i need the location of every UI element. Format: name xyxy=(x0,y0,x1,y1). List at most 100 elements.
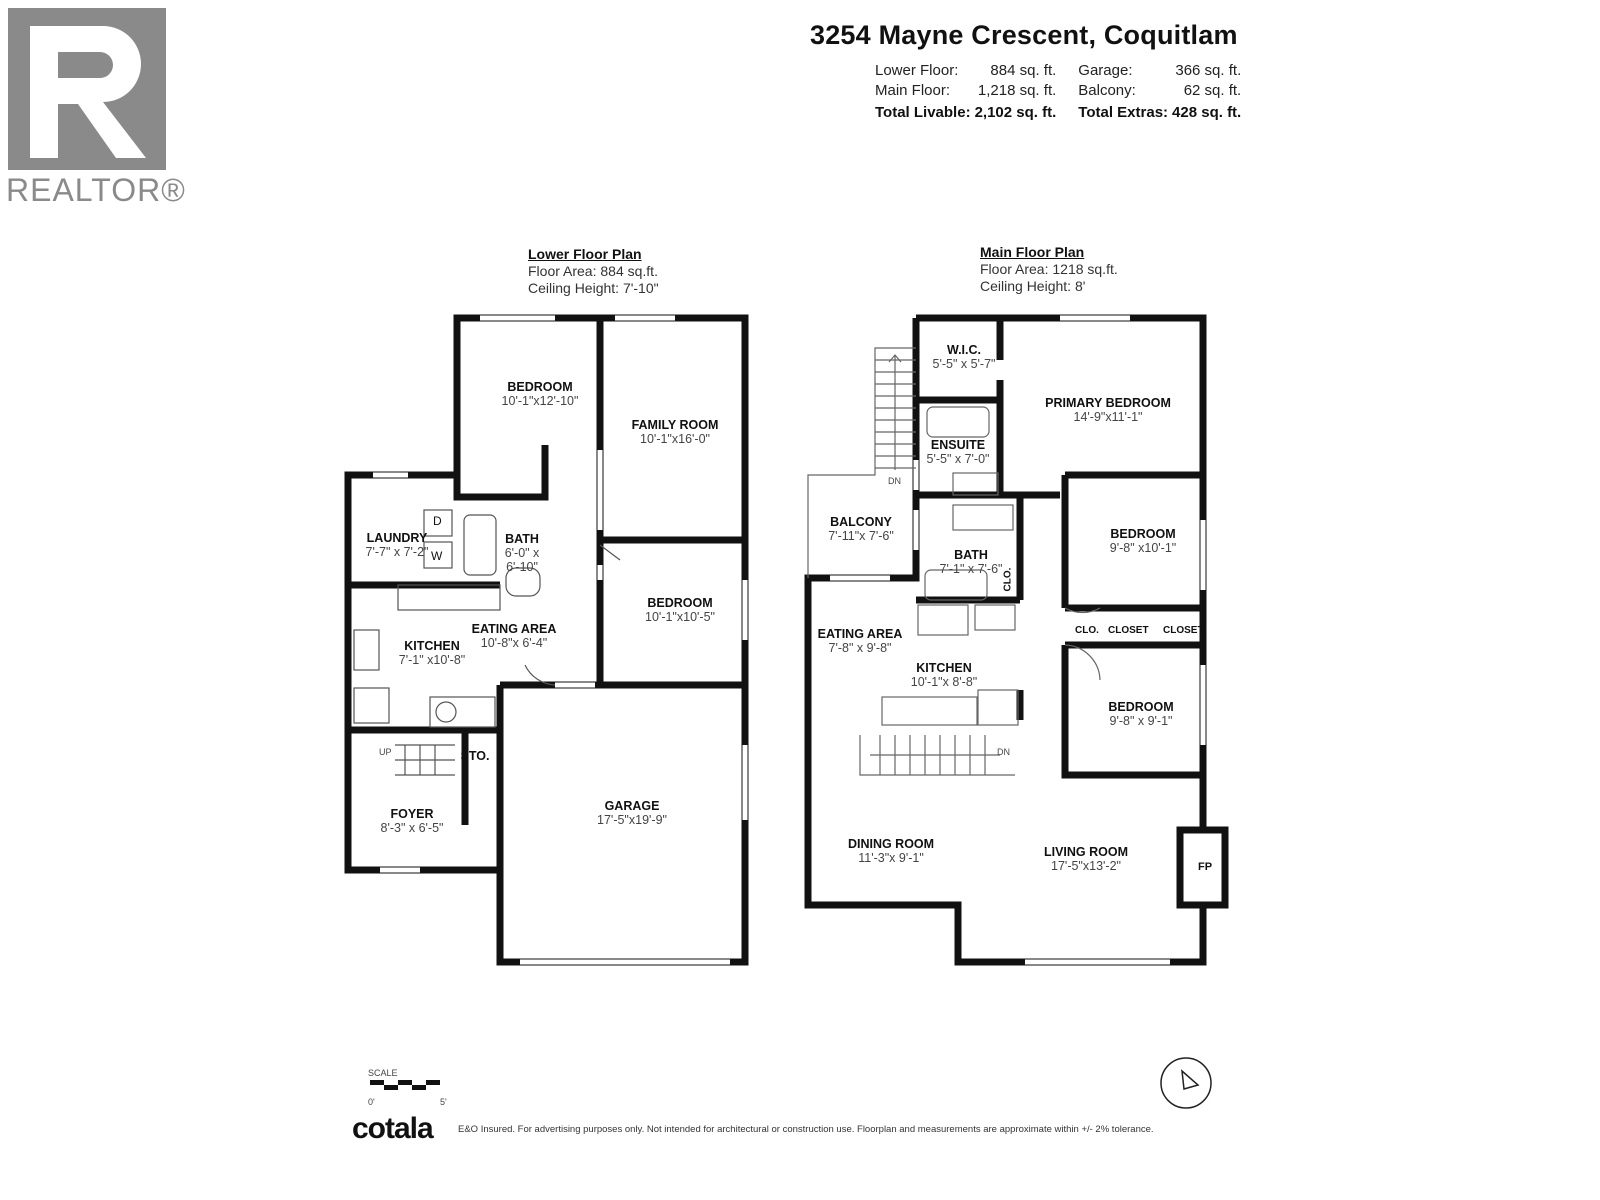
lower-plan-heading: Lower Floor Plan Floor Area: 884 sq.ft. … xyxy=(528,246,659,297)
hall-closet-label: CLO. xyxy=(1075,625,1099,636)
realtor-logo xyxy=(8,8,166,170)
room-dimensions: 5'-5" x 7'-0" xyxy=(926,452,990,466)
scale-end: 5' xyxy=(440,1097,447,1107)
room-dimensions: 7'-11"x 7'-6" xyxy=(828,529,894,543)
stairs-down-label-kitchen: DN xyxy=(997,747,1010,757)
area-summary: Lower Floor: 884 sq. ft. Garage: 366 sq. ft… xyxy=(875,61,1245,123)
room-name: BEDROOM xyxy=(1110,527,1176,541)
main-windows xyxy=(830,315,1206,965)
room-dimensions: 10'-1"x16'-0" xyxy=(640,432,710,446)
room-name: BEDROOM xyxy=(647,596,713,610)
total-livable-value: 2,102 sq. ft. xyxy=(974,104,1057,121)
realtor-r-icon xyxy=(30,26,146,158)
room-dimensions: 7'-8" x 9'-8" xyxy=(828,641,892,655)
room-dimensions: 17'-5"x13'-2" xyxy=(1051,859,1121,873)
bath-closet-label: CLO. xyxy=(1002,567,1014,592)
room-name: W.I.C. xyxy=(946,343,982,357)
room-dimensions: 10'-1"x12'-10" xyxy=(501,394,579,408)
room-name: BATH xyxy=(954,548,988,562)
lower-floor-label: Lower Floor: xyxy=(875,62,959,79)
room-dimensions: 10'-1"x 8'-8" xyxy=(910,675,978,689)
room-name: BATH xyxy=(505,532,539,546)
room-name: ENSUITE xyxy=(930,438,986,452)
lower-plan-title: Lower Floor Plan xyxy=(528,246,642,262)
lower-windows xyxy=(373,315,748,965)
main-floor-label: Main Floor: xyxy=(875,82,951,99)
balcony-label: Balcony: xyxy=(1078,82,1136,99)
main-plan-heading: Main Floor Plan Floor Area: 1218 sq.ft. … xyxy=(980,244,1118,295)
garage-label: Garage: xyxy=(1078,62,1133,79)
room-name: GARAGE xyxy=(604,799,660,813)
total-extras-label: Total Extras: xyxy=(1078,104,1169,121)
room-name: EATING AREA xyxy=(817,627,903,641)
room-dimensions: 10'-1"x10'-5" xyxy=(645,610,715,624)
room-name: LIVING ROOM xyxy=(1043,845,1129,859)
room-name: KITCHEN xyxy=(404,639,460,653)
scale-bar-icon xyxy=(370,1080,440,1090)
realtor-wordmark: REALTOR® xyxy=(6,172,186,208)
lower-floor-value: 884 sq. ft. xyxy=(990,62,1057,79)
room-dimensions: 8'-3" x 6'-5" xyxy=(380,821,444,835)
room-dimensions: 7'-1" x 7'-6" xyxy=(939,562,1003,576)
room-dimensions: 10'-8"x 6'-4" xyxy=(480,636,548,650)
room-name: KITCHEN xyxy=(916,661,972,675)
room-dimensions: 7'-1" x10'-8" xyxy=(398,653,466,667)
stairs-up-label: UP xyxy=(379,747,392,757)
room-dimensions: 9'-8" x 9'-1" xyxy=(1109,714,1173,728)
room-dimensions: 11'-3"x 9'-1" xyxy=(858,851,924,865)
total-livable-label: Total Livable: xyxy=(875,104,971,121)
main-wic: W.I.C.5'-5" x 5'-7" xyxy=(933,343,996,371)
disclaimer-text: E&O Insured. For advertising purposes on… xyxy=(458,1124,1154,1135)
north-compass-icon xyxy=(1160,1057,1212,1109)
main-plan-title: Main Floor Plan xyxy=(980,244,1085,260)
room-dimensions: 9'-8" x10'-1" xyxy=(1109,541,1177,555)
lower-ceiling-height: Ceiling Height: 7'-10" xyxy=(528,280,659,296)
room-name: EATING AREA xyxy=(471,622,557,636)
fireplace-label: FP xyxy=(1198,861,1213,873)
washer-label: W xyxy=(431,549,443,563)
lower-fixtures xyxy=(353,509,621,776)
closet-label-1: CLOSET xyxy=(1108,625,1149,636)
closet-label-2: CLOSET xyxy=(1163,625,1204,636)
room-dimensions: 17'-5"x19'-9" xyxy=(597,813,667,827)
main-floor-value: 1,218 sq. ft. xyxy=(977,82,1057,99)
room-name: BEDROOM xyxy=(507,380,573,394)
balcony-value: 62 sq. ft. xyxy=(1183,82,1242,99)
room-name: BALCONY xyxy=(830,515,892,529)
lower-storage: STO. xyxy=(461,749,490,763)
room-dimensions: 5'-5" x 5'-7" xyxy=(932,357,996,371)
lower-floor-area: Floor Area: 884 sq.ft. xyxy=(528,263,658,279)
scale-start: 0' xyxy=(368,1097,375,1107)
room-dimensions: 6'-0" x 6'-10" xyxy=(504,546,540,574)
total-extras-value: 428 sq. ft. xyxy=(1172,104,1242,121)
room-name: DINING ROOM xyxy=(847,837,935,851)
room-name: PRIMARY BEDROOM xyxy=(1045,396,1171,410)
room-name: LAUNDRY xyxy=(366,531,428,545)
room-name: FAMILY ROOM xyxy=(631,418,719,432)
scale-label: SCALE xyxy=(368,1068,398,1078)
main-fixtures xyxy=(807,347,1101,776)
property-address: 3254 Mayne Crescent, Coquitlam xyxy=(810,20,1238,50)
room-name: STO. xyxy=(460,749,490,763)
garage-value: 366 sq. ft. xyxy=(1175,62,1242,79)
main-floor-area: Floor Area: 1218 sq.ft. xyxy=(980,261,1118,277)
room-name: FOYER xyxy=(390,807,434,821)
main-ceiling-height: Ceiling Height: 8' xyxy=(980,278,1086,294)
